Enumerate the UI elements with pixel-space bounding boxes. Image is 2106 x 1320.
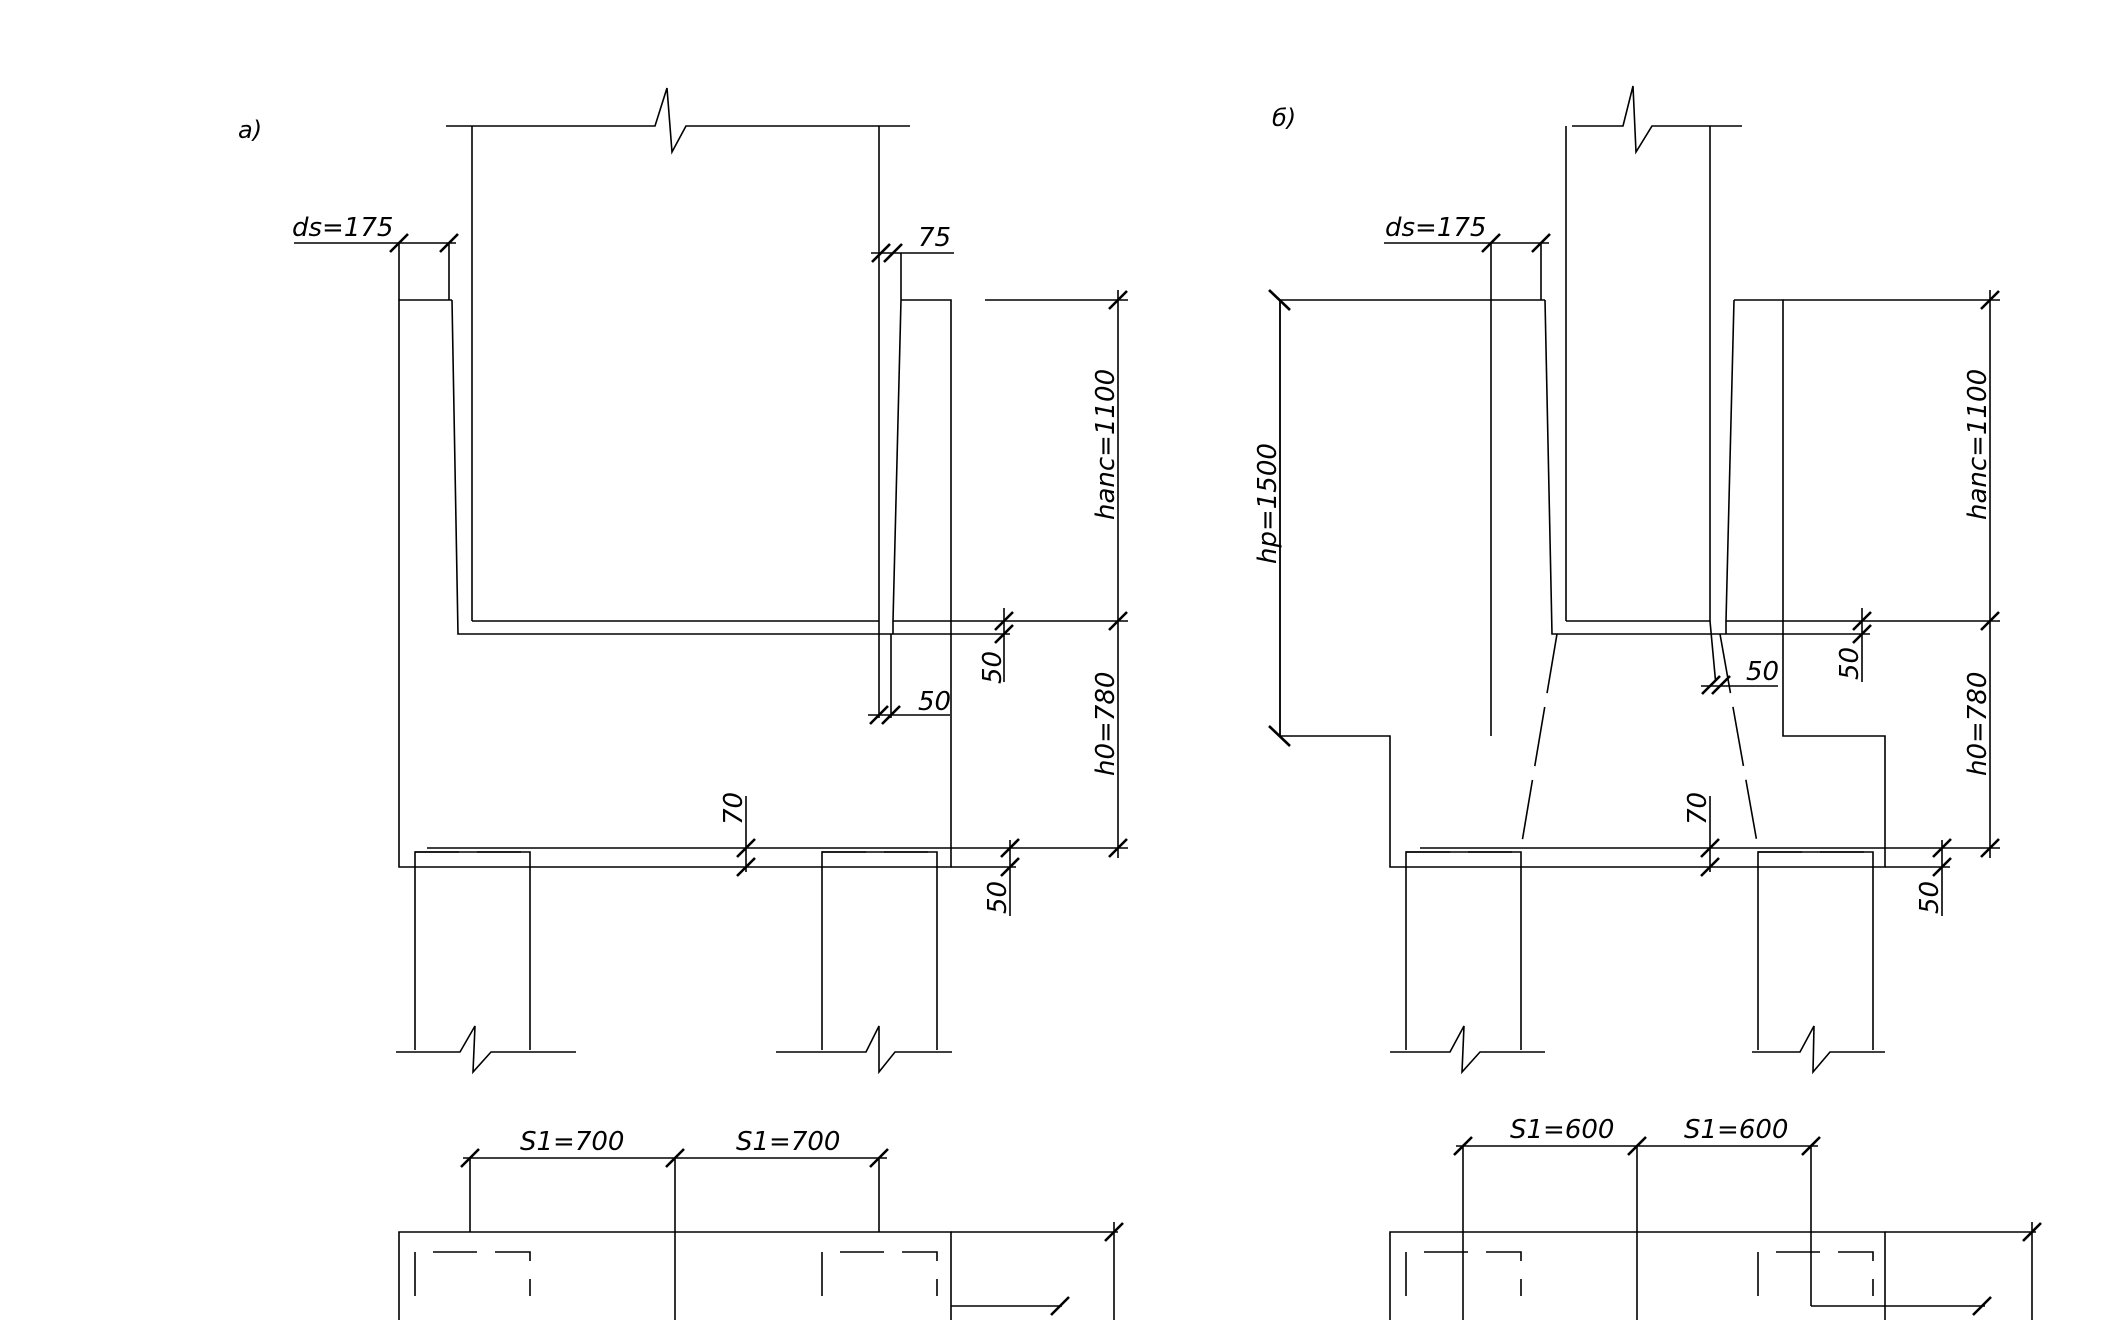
gap-right-tick-bot-a <box>994 624 1014 644</box>
ds-tick-right-b <box>1531 233 1551 253</box>
plan-tick-b <box>2022 1222 2042 1242</box>
gap75-label-a: 75 <box>918 223 951 253</box>
ds-tick-left-a <box>389 233 409 253</box>
gap-inner-label-b: 50 <box>1746 657 1779 687</box>
pile-right-b <box>1757 851 1874 1050</box>
cover-bot-tick-top-b <box>1932 838 1952 858</box>
plan-pile-left-a <box>414 1251 531 1296</box>
gap-right-tick-bot-b <box>1852 624 1872 644</box>
pile-right-break-b <box>1752 1025 1885 1075</box>
panel-b-label: б) <box>1272 104 1296 132</box>
h0-tick-bot-a <box>1108 838 1128 858</box>
gap75-tick-left-a <box>871 243 891 263</box>
hanc-tick-top-a <box>1108 290 1128 310</box>
ds-label-a: ds=175 <box>292 213 393 243</box>
plan-tick2-b <box>1972 1296 1992 1316</box>
pile-left-break-b <box>1390 1025 1545 1075</box>
column-top-break-a <box>446 87 910 155</box>
gap-right-tick-top-a <box>994 611 1014 631</box>
panel-a: а) ds=175 75 <box>238 87 1128 1320</box>
pile-left-b <box>1405 851 1522 1050</box>
plan-tick2-a <box>1050 1296 1070 1316</box>
gap75-tick-right-a <box>883 243 903 263</box>
hanc-label-a: hanc=1100 <box>1091 369 1121 520</box>
h0-label-b: h0=780 <box>1963 672 1993 776</box>
gap-right-label-b: 50 <box>1835 647 1865 680</box>
cover-bot-tick-bot-b <box>1932 857 1952 877</box>
s1-tick-1-a <box>460 1148 480 1168</box>
s1-tick-2-b <box>1627 1136 1647 1156</box>
gap-inner-tick-left-b <box>1701 675 1721 695</box>
cap-pocket-right-a <box>892 299 902 634</box>
cover-top-label-a: 70 <box>719 792 749 825</box>
pile-right-break-a <box>776 1025 952 1075</box>
punch-cone-right-b <box>1719 633 1759 849</box>
plan-outline-b <box>1389 1231 1886 1320</box>
cover-bot-tick-top-a <box>1000 838 1020 858</box>
pile-left-break-a <box>396 1025 576 1075</box>
s1-label-2-a: S1=700 <box>736 1127 840 1157</box>
cap-outline-a <box>398 299 952 868</box>
hp-tick-top-b <box>1268 289 1291 311</box>
s1-tick-3-a <box>869 1148 889 1168</box>
gap-right-tick-top-b <box>1852 611 1872 631</box>
cover-top-tick-bot-a <box>736 857 756 877</box>
cap-pocket-left-b <box>1544 299 1720 635</box>
punch-gap-line-b <box>1709 620 1717 687</box>
s1-tick-3-b <box>1801 1136 1821 1156</box>
ds-tick-left-b <box>1481 233 1501 253</box>
hanc-tick-top-b <box>1980 290 2000 310</box>
gap-inner-tick-right-b <box>1711 675 1731 695</box>
cover-bot-label-b: 50 <box>1915 881 1945 914</box>
h0-label-a: h0=780 <box>1091 672 1121 776</box>
gap-inner-label-a: 50 <box>918 687 951 717</box>
ds-label-b: ds=175 <box>1385 213 1486 243</box>
plan-pile-right-a <box>821 1251 938 1296</box>
s1-label-1-b: S1=600 <box>1510 1115 1614 1145</box>
cover-top-tick-top-a <box>736 838 756 858</box>
plan-outline-a <box>398 1231 952 1320</box>
column-top-break-b <box>1572 85 1742 155</box>
gap-right-label-a: 50 <box>978 651 1008 684</box>
gap-inner-tick-right-a <box>881 705 901 725</box>
plan-tick-a <box>1104 1222 1124 1242</box>
cover-bot-tick-bot-a <box>1000 857 1020 877</box>
panel-b: б) ds=175 <box>1253 85 2042 1320</box>
panel-a-label: а) <box>238 116 262 144</box>
s1-label-1-a: S1=700 <box>520 1127 624 1157</box>
gap-inner-tick-left-a <box>869 705 889 725</box>
hanc-label-b: hanc=1100 <box>1963 369 1993 520</box>
s1-tick-1-b <box>1453 1136 1473 1156</box>
cover-top-tick-top-b <box>1700 838 1720 858</box>
cover-top-label-b: 70 <box>1683 792 1713 825</box>
s1-tick-2-a <box>665 1148 685 1168</box>
plan-pile-left-b <box>1405 1251 1522 1296</box>
cover-bot-label-a: 50 <box>983 881 1013 914</box>
cap-outline-b <box>1279 299 1886 868</box>
cap-pocket-left-a <box>451 299 891 635</box>
pile-left-a <box>414 851 531 1050</box>
cover-top-tick-bot-b <box>1700 857 1720 877</box>
cap-pocket-right-b <box>1725 299 1735 634</box>
hanc-tick-bot-a <box>1108 611 1128 631</box>
hp-tick-bot-b <box>1268 725 1291 747</box>
ds-tick-right-a <box>439 233 459 253</box>
pile-right-a <box>821 851 938 1050</box>
h0-tick-bot-b <box>1980 838 2000 858</box>
punch-cone-left-b <box>1520 633 1558 849</box>
hanc-tick-bot-b <box>1980 611 2000 631</box>
plan-pile-right-b <box>1757 1251 1874 1296</box>
hp-label-b: hp=1500 <box>1253 443 1283 564</box>
s1-label-2-b: S1=600 <box>1684 1115 1788 1145</box>
